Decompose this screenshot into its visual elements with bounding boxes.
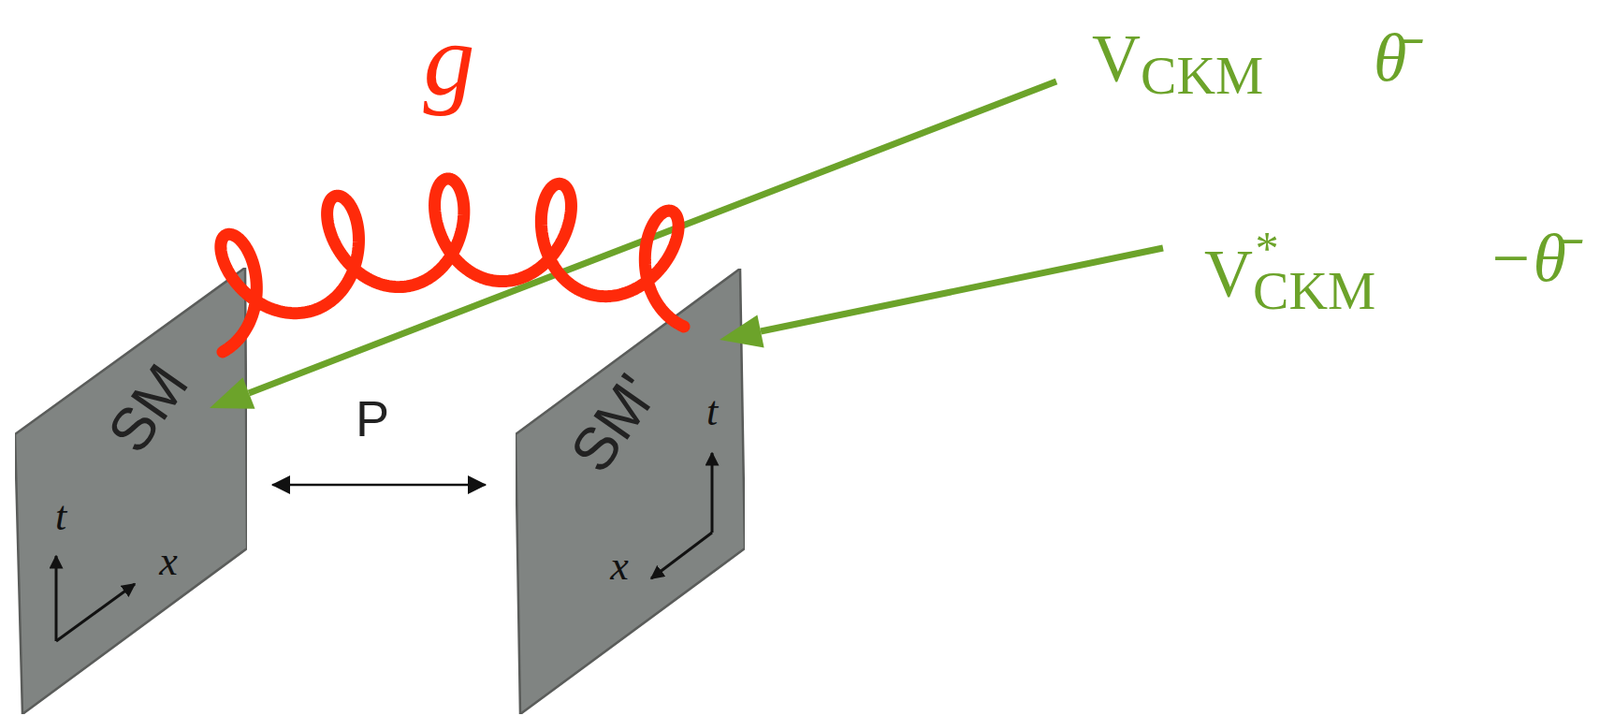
symbol-base: V: [1091, 20, 1141, 96]
parity-label: P: [355, 392, 390, 444]
parity-arrow: [273, 483, 485, 487]
ckm-label: VCKM: [1091, 24, 1264, 92]
sm-plane: SM: [14, 267, 248, 714]
space-axis-label: x: [159, 540, 178, 582]
time-axis: [711, 452, 714, 533]
time-axis-label: t: [55, 495, 67, 538]
index-stack: *CKM: [1252, 224, 1376, 305]
negative-theta-label: −θ̄: [1487, 224, 1567, 292]
index-stack: CKM: [1140, 35, 1264, 90]
pointer-line: [760, 247, 1164, 332]
ckm-conjugate-label: V*CKM: [1204, 224, 1376, 307]
time-axis-label: t: [706, 391, 718, 433]
space-axis-label: x: [610, 545, 629, 587]
gluon-label: g: [423, 8, 476, 112]
gluon-line: [220, 178, 684, 352]
sector-label: SM': [560, 363, 668, 481]
symbol-base: V: [1204, 235, 1253, 311]
plane-shape: [14, 267, 248, 714]
plane-fill: [14, 267, 248, 714]
time-axis: [55, 555, 59, 641]
plane-fill: [515, 268, 745, 714]
sm-prime-plane: SM': [515, 268, 745, 714]
plane-shape: [515, 268, 745, 714]
theta-label: θ̄: [1373, 24, 1407, 92]
subscript: CKM: [1252, 263, 1376, 319]
sector-label: SM: [97, 353, 198, 462]
subscript: CKM: [1140, 48, 1264, 103]
